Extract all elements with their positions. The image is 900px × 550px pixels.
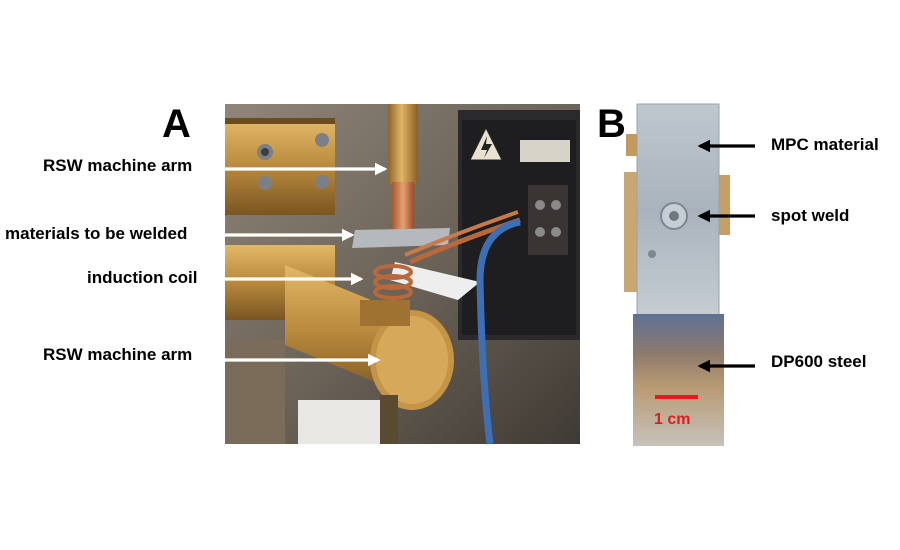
- panel-a-photo: [225, 104, 580, 445]
- scale-bar-label: 1 cm: [654, 411, 691, 428]
- label-rsw-arm-top: RSW machine arm: [43, 156, 193, 175]
- panel-a-letter: A: [162, 102, 191, 146]
- panel-b-arrows: [697, 139, 755, 373]
- panel-b-photo: [624, 103, 730, 446]
- panel-b-letter: B: [597, 102, 626, 146]
- label-mpc-material: MPC material: [771, 135, 879, 154]
- label-materials-to-be-welded: materials to be welded: [5, 224, 188, 243]
- panel-a-arrows: [222, 162, 388, 367]
- label-dp600-steel: DP600 steel: [771, 352, 867, 371]
- label-induction-coil: induction coil: [87, 268, 198, 287]
- label-rsw-arm-bottom: RSW machine arm: [43, 345, 193, 364]
- label-spot-weld: spot weld: [771, 206, 850, 225]
